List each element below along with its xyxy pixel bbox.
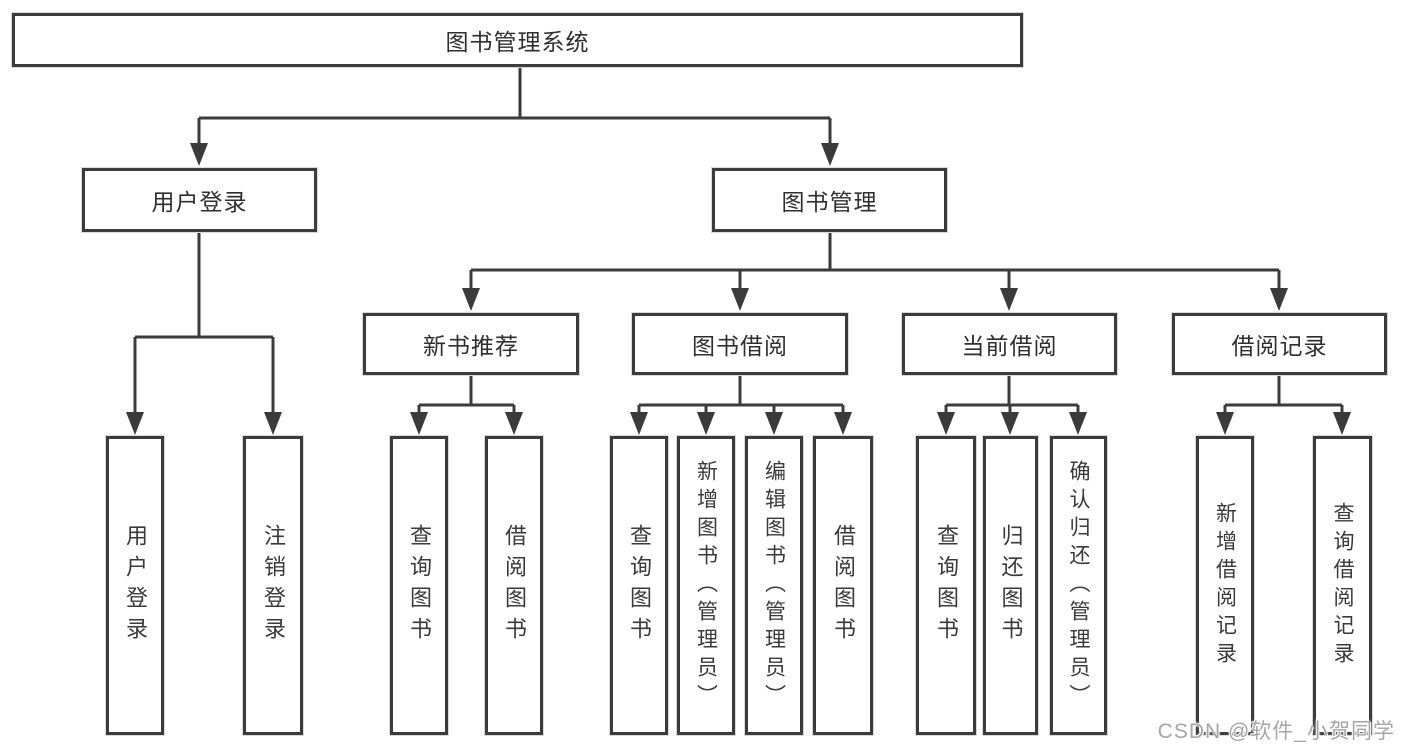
csdn-watermark: CSDN @软件_小贺同学 (1157, 720, 1395, 743)
node-book-management-label: 图书管理 (781, 189, 878, 215)
leaf-confirm-return-admin: 确认归还（管理员） (1050, 436, 1107, 735)
node-user-login: 用户登录 (82, 168, 317, 232)
leaf-return-books: 归还图书 (983, 436, 1038, 735)
leaf-user-login-label: 用户登录 (123, 523, 148, 648)
leaf-edit-books-admin-label: 编辑图书（管理员） (762, 459, 786, 712)
node-borrow-records: 借阅记录 (1172, 313, 1387, 375)
leaf-edit-books-admin: 编辑图书（管理员） (745, 436, 803, 735)
node-root-system: 图书管理系统 (12, 13, 1023, 67)
leaf-borrow-books-2: 借阅图书 (813, 436, 873, 735)
leaf-return-books-label: 归还图书 (998, 523, 1024, 648)
leaf-add-borrow-record-label: 新增借阅记录 (1213, 501, 1237, 670)
leaf-query-books-3: 查询图书 (916, 436, 976, 735)
leaf-query-books-1-label: 查询图书 (407, 523, 432, 648)
leaf-add-books-admin-label: 新增图书（管理员） (694, 459, 718, 712)
leaf-query-books-1: 查询图书 (390, 436, 448, 735)
node-borrow-records-label: 借阅记录 (1231, 333, 1328, 359)
leaf-add-books-admin: 新增图书（管理员） (677, 436, 735, 735)
node-current-borrow-label: 当前借阅 (961, 333, 1058, 359)
leaf-borrow-books-2-label: 借阅图书 (831, 523, 856, 648)
leaf-borrow-books-1: 借阅图书 (485, 436, 543, 735)
leaf-user-login: 用户登录 (106, 436, 164, 735)
node-new-book-recommend-label: 新书推荐 (423, 333, 519, 359)
leaf-query-books-2-label: 查询图书 (627, 523, 652, 648)
leaf-query-borrow-record-label: 查询借阅记录 (1331, 501, 1354, 670)
node-book-borrow: 图书借阅 (632, 313, 848, 375)
leaf-logout: 注销登录 (243, 436, 303, 735)
node-book-borrow-label: 图书借阅 (692, 333, 788, 359)
leaf-confirm-return-admin-label: 确认归还（管理员） (1067, 459, 1090, 712)
leaf-query-borrow-record: 查询借阅记录 (1313, 436, 1372, 735)
node-root-label: 图书管理系统 (445, 29, 590, 55)
leaf-logout-label: 注销登录 (261, 523, 286, 648)
leaf-add-borrow-record: 新增借阅记录 (1196, 436, 1254, 735)
node-current-borrow: 当前借阅 (902, 313, 1117, 375)
leaf-borrow-books-1-label: 借阅图书 (502, 523, 527, 648)
node-book-management: 图书管理 (712, 168, 947, 232)
node-new-book-recommend: 新书推荐 (363, 313, 579, 375)
node-user-login-label: 用户登录 (151, 189, 248, 215)
leaf-query-books-2: 查询图书 (610, 436, 668, 735)
leaf-query-books-3-label: 查询图书 (934, 523, 959, 648)
